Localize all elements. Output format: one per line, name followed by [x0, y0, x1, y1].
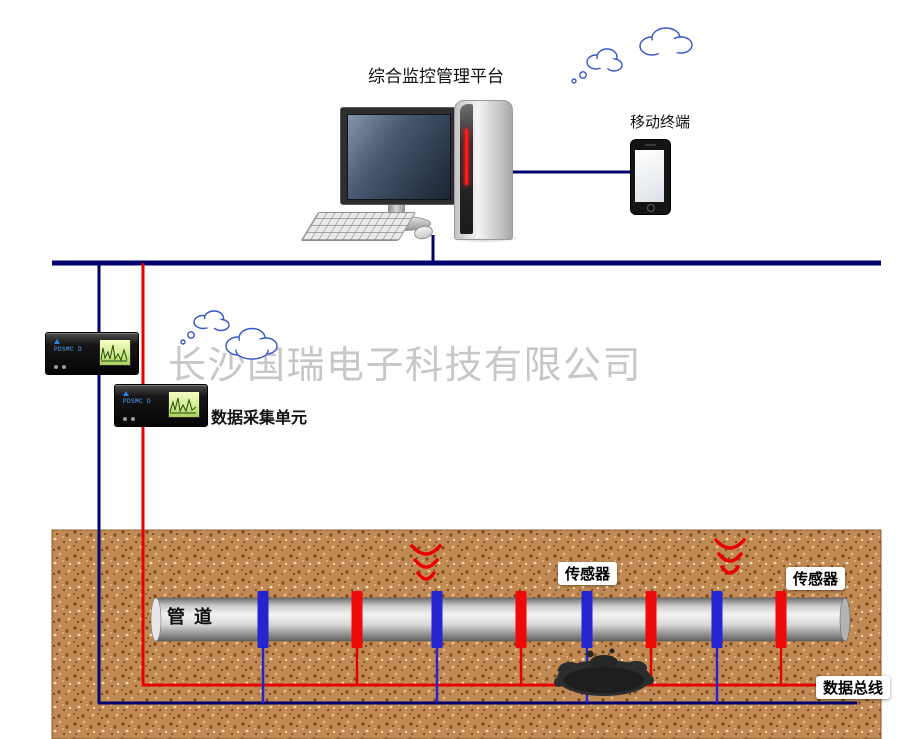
spectrum-trace: [100, 344, 128, 362]
mobile-phone: [630, 139, 671, 215]
sensor-label-right: 传感器: [786, 567, 846, 590]
computer-tower: [454, 100, 513, 240]
sensor-bar-red: [775, 591, 787, 648]
mobile-terminal-label: 移动终端: [629, 114, 690, 131]
platform-title: 综合监控管理平台: [368, 67, 504, 86]
cloud-mid-left: [180, 310, 278, 360]
dau-spectrum-screen: [168, 391, 200, 418]
pipeline-label: 管 道: [167, 607, 215, 627]
dau-knob: [54, 365, 58, 369]
dau-knob: [123, 417, 127, 421]
phone-home-button: [647, 204, 655, 212]
sensor-label-left: 传感器: [558, 562, 618, 585]
keyboard: [300, 212, 416, 241]
sensor-bar-blue: [431, 591, 443, 648]
tower-led-strip: [465, 129, 468, 185]
data-bus-label: 数据总线: [816, 676, 891, 699]
sensor-bar-blue: [711, 591, 723, 648]
sensor-bars: [257, 591, 787, 648]
sensor-bar-red: [645, 591, 657, 648]
dau-label: 数据采集单元: [211, 410, 308, 427]
dau-spectrum-screen: [99, 339, 131, 366]
sensor-bar-red: [515, 591, 527, 648]
sensor-bar-red: [351, 591, 363, 648]
monitor: [340, 107, 456, 205]
red-wire: [141, 263, 849, 687]
cloud-top-right: [571, 27, 693, 84]
sensor-bar-blue: [257, 591, 269, 648]
leak-blob: [554, 648, 654, 696]
phone-speaker: [645, 144, 656, 146]
dau-brand-text: PDSMC D: [54, 346, 83, 353]
pipeline: [150, 597, 851, 642]
phone-screen: [635, 150, 664, 202]
dau-box-2: PDSMC D: [114, 384, 208, 427]
dau-logo-icon: [54, 339, 60, 344]
wireless-signal-icon: [410, 538, 746, 581]
dau-brand-text: PDSMC D: [123, 398, 152, 405]
dau-knob: [131, 417, 135, 421]
dau-logo-icon: [123, 391, 129, 396]
dau-box-1: PDSMC D: [45, 332, 139, 375]
sensor-bar-blue: [581, 591, 593, 648]
dau-knob: [62, 365, 66, 369]
spectrum-trace: [169, 397, 197, 414]
monitor-screen: [347, 114, 451, 200]
